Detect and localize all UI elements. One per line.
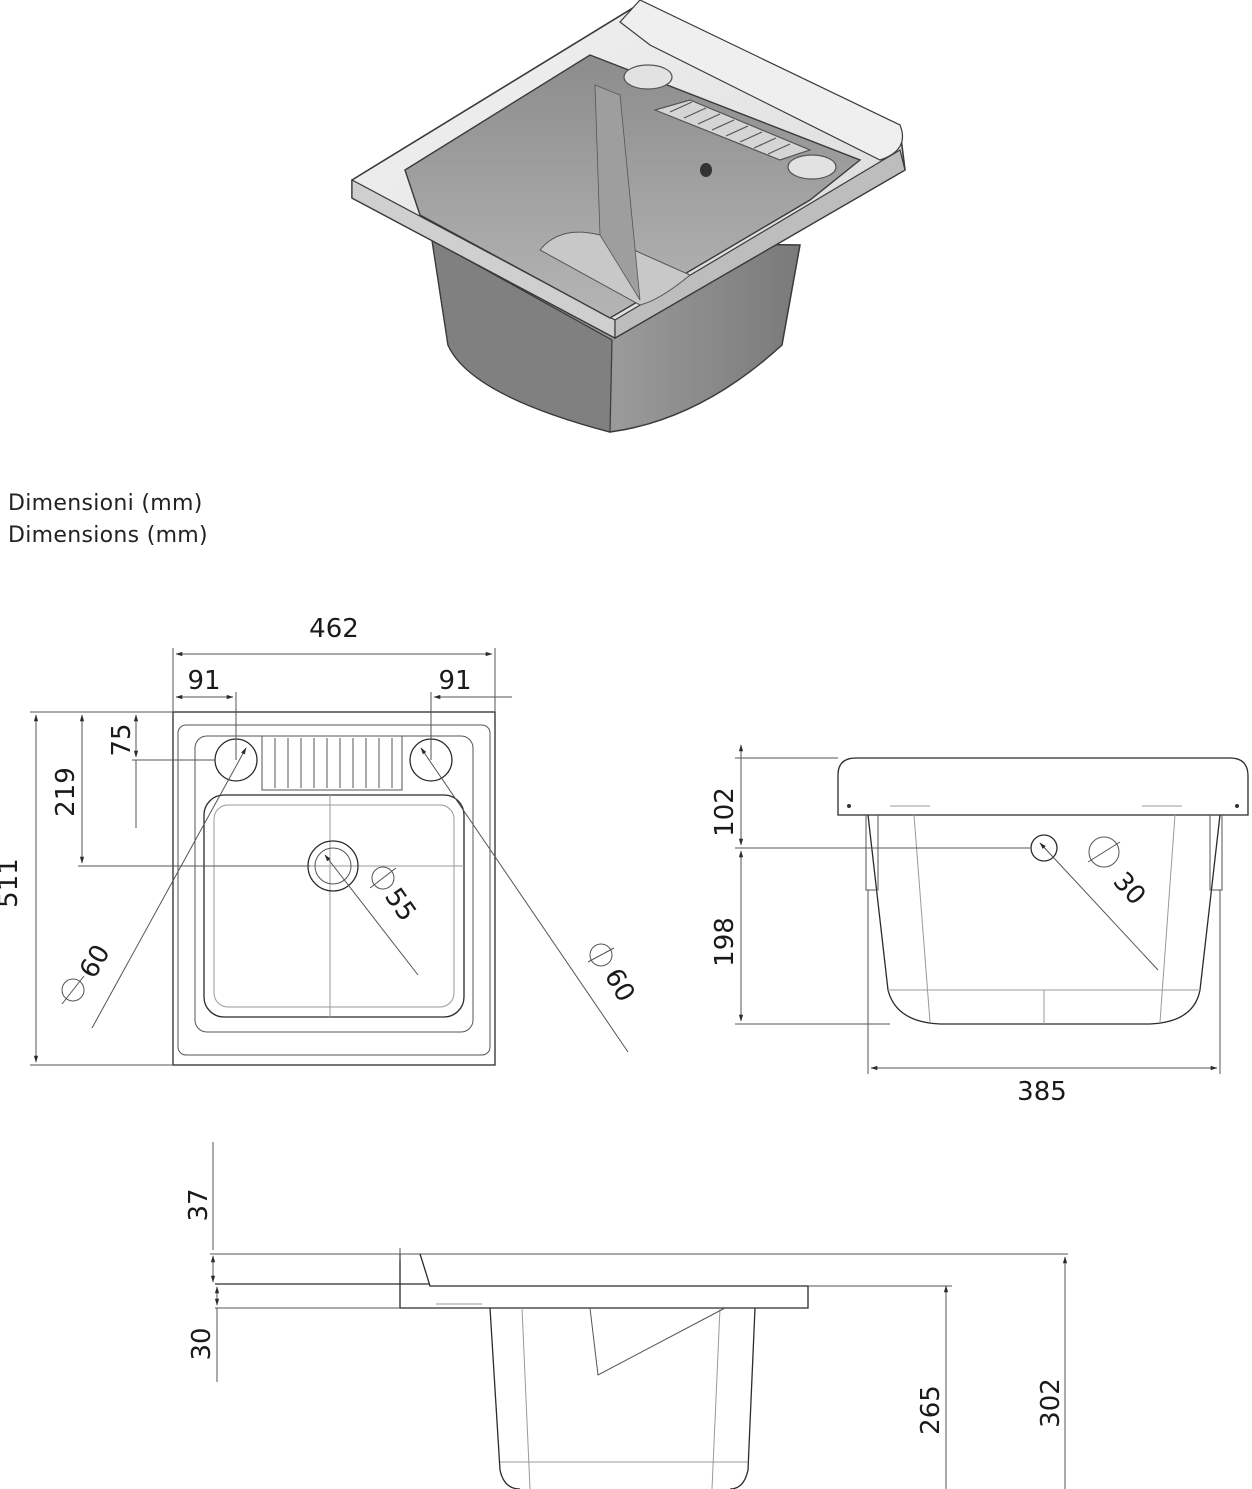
render-washboard xyxy=(653,99,812,161)
render-tap-hole-left xyxy=(623,64,673,90)
render-tap-hole-right xyxy=(787,154,837,180)
dim-top-height: 102 xyxy=(710,787,740,837)
dim-left-hole-diameter: 60 xyxy=(74,940,117,984)
top-view-outline xyxy=(172,711,496,1066)
caption-english: Dimensions (mm) xyxy=(8,523,208,548)
top-view-basin xyxy=(203,794,465,1018)
dim-overall-width: 462 xyxy=(309,614,359,644)
dim-lip-height: 30 xyxy=(187,1327,217,1360)
side-view-body xyxy=(867,814,1221,1025)
dim-bottom-width: 385 xyxy=(1017,1077,1067,1107)
dim-total-height: 302 xyxy=(1036,1378,1066,1428)
front-view-rim xyxy=(399,1253,809,1309)
caption-italian: Dimensioni (mm) xyxy=(8,491,203,516)
dim-right-hole-diameter: 60 xyxy=(598,964,641,1008)
side-view-overflow-hole xyxy=(1030,834,1058,862)
side-view: 30 102 198 385 xyxy=(710,744,1249,1107)
render-outer-wall-left xyxy=(431,238,613,433)
dim-right-hole-offset: 91 xyxy=(438,666,471,696)
render-overflow-hole xyxy=(700,163,712,177)
dim-overall-depth: 511 xyxy=(0,858,24,908)
side-view-rim xyxy=(837,757,1249,816)
dim-rim-height: 37 xyxy=(184,1188,214,1221)
dim-basin-height: 198 xyxy=(710,917,740,967)
dim-drain-diameter: 55 xyxy=(378,883,422,927)
dim-drain-offset: 219 xyxy=(51,767,81,817)
dim-hole-offset: 75 xyxy=(107,723,137,756)
render-basin xyxy=(404,54,862,319)
dim-overflow-diameter: 30 xyxy=(1107,867,1151,912)
sink-3d-render xyxy=(351,0,906,433)
front-view: 37 30 265 302 xyxy=(184,1142,1068,1489)
dim-basin-depth: 265 xyxy=(916,1385,946,1435)
top-view: 462 91 91 511 219 75 55 60 xyxy=(0,614,641,1066)
top-view-washboard xyxy=(261,735,403,791)
dim-left-hole-offset: 91 xyxy=(187,666,220,696)
